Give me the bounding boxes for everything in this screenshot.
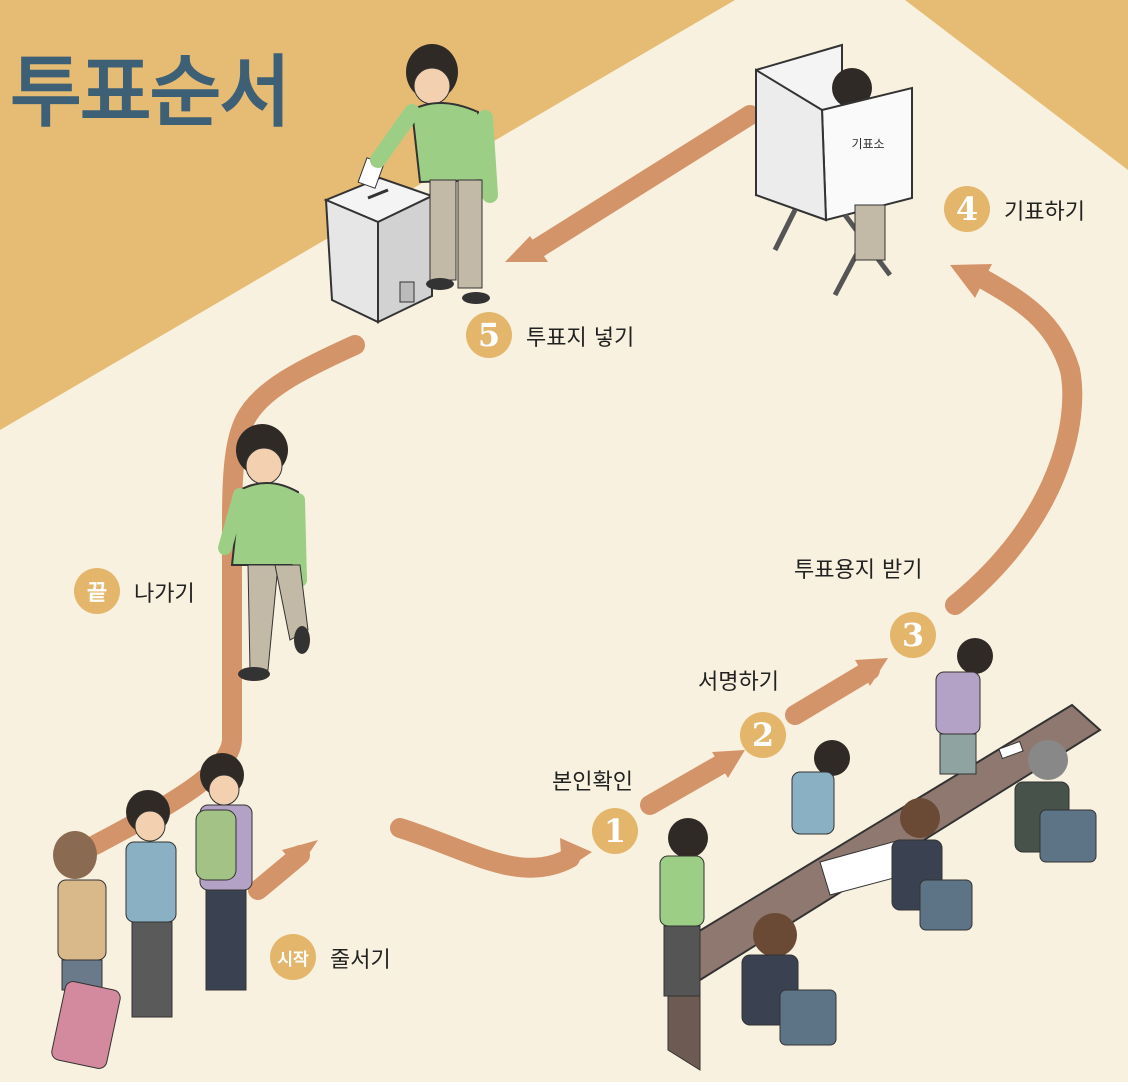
badge-step-1: 1 [592,808,638,854]
label-end: 나가기 [134,582,195,607]
path-segment-4-5 [525,105,760,260]
label-step-4: 기표하기 [1004,200,1085,225]
booth-sign: 기표소 [851,137,884,151]
voting-booth: 기표소 [755,43,913,297]
page-title: 투표순서 [10,48,291,138]
path-segment-to-step1 [390,818,580,878]
flow-path [85,105,1083,900]
ballot-box [323,157,435,324]
arrowhead-step2 [712,750,745,778]
badge-end: 끝 [74,568,120,614]
arrowhead-step5 [505,236,548,262]
path-segment-1-2 [640,752,735,815]
badge-step-3: 3 [890,612,936,658]
label-start: 줄서기 [330,948,391,973]
label-step-3: 투표용지 받기 [794,558,923,583]
voter-exiting [218,424,310,681]
label-step-2: 서명하기 [698,670,779,695]
label-step-5: 투표지 넣기 [526,326,635,351]
badge-step-4: 4 [944,186,990,232]
arrowhead-step3 [855,658,888,686]
badge-step-2: 2 [740,712,786,758]
arrowhead-step1 [560,838,592,872]
background-band-right [905,0,1128,170]
path-segment-3-4 [945,270,1083,615]
path-segment-2-3 [785,660,880,725]
queue-people [51,753,253,1069]
arrowhead-step4 [950,264,992,298]
arrowhead-queue [282,840,318,870]
path-segment-5-exit [85,335,365,855]
label-step-1: 본인확인 [552,770,633,795]
suitcase [51,981,121,1069]
reception-table [659,638,1102,1071]
chair [919,879,973,931]
voter-casting-ballot [370,44,498,304]
flow-arrowheads [282,236,992,872]
badge-step-5: 5 [466,312,512,358]
badge-start: 시작 [270,934,316,980]
